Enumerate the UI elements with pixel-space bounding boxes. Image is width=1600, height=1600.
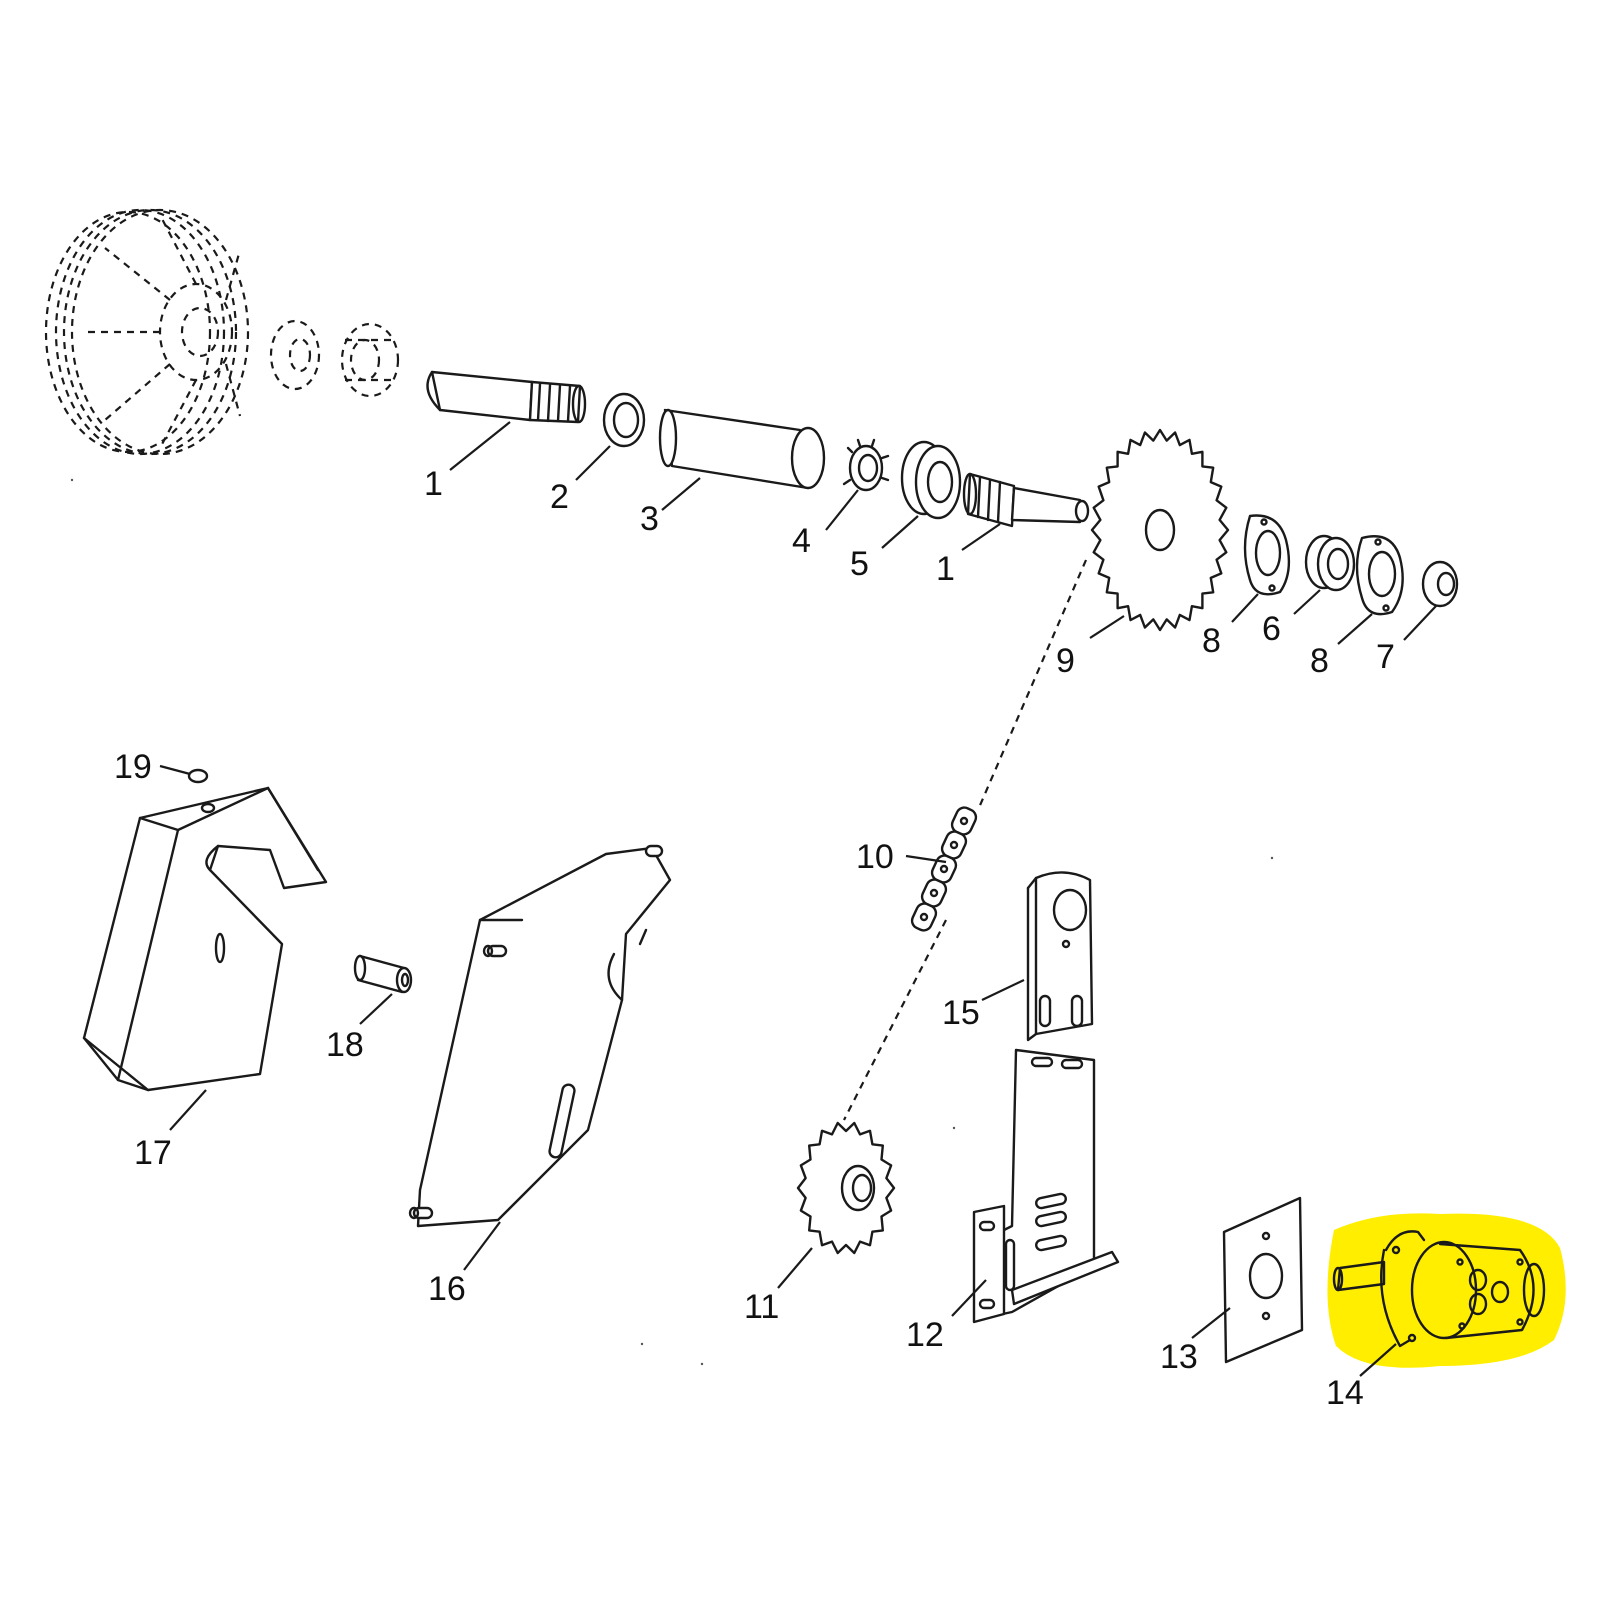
callout-11: 11 xyxy=(744,1288,779,1326)
speck xyxy=(70,478,74,482)
callout-17: 17 xyxy=(134,1134,172,1172)
callout-15: 15 xyxy=(942,994,980,1032)
callout-13: 13 xyxy=(1160,1338,1198,1376)
part-10-chain xyxy=(910,806,978,932)
part-19-pin xyxy=(187,768,209,784)
speck xyxy=(640,1342,644,1346)
chain-path-upper xyxy=(976,559,1088,811)
callout-1a: 1 xyxy=(424,465,443,503)
dashed-bearing-race xyxy=(269,319,321,391)
callout-18: 18 xyxy=(326,1026,364,1064)
part-17-guard-housing xyxy=(82,786,328,1092)
part-7-collar xyxy=(1421,560,1459,608)
part-1-shaft-right xyxy=(962,472,1090,528)
part-5-bearing xyxy=(900,440,962,520)
part-13-gasket-plate xyxy=(1222,1196,1304,1364)
part-11-small-sprocket xyxy=(796,1121,896,1255)
part-9-large-sprocket xyxy=(1090,428,1230,632)
callout-6: 6 xyxy=(1262,610,1281,648)
callout-4: 4 xyxy=(792,522,811,560)
callout-14: 14 xyxy=(1326,1374,1364,1412)
callout-2: 2 xyxy=(550,478,569,516)
speck xyxy=(952,1126,956,1130)
chain-path-lower xyxy=(843,919,947,1121)
callout-8b: 8 xyxy=(1310,642,1329,680)
callout-1b: 1 xyxy=(936,550,955,588)
part-16-side-plate xyxy=(408,844,672,1228)
part-6-bearing-insert xyxy=(1304,534,1356,592)
callout-5: 5 xyxy=(850,545,869,583)
callout-9: 9 xyxy=(1056,642,1075,680)
part-1-shaft-left xyxy=(426,370,587,424)
part-14-hydraulic-motor xyxy=(1332,1230,1546,1348)
callout-7: 7 xyxy=(1376,638,1395,676)
part-14-highlight xyxy=(1327,1213,1566,1368)
callout-3: 3 xyxy=(640,500,659,538)
part-3-tube xyxy=(658,408,826,490)
callout-16: 16 xyxy=(428,1270,466,1308)
callout-12: 12 xyxy=(906,1316,944,1354)
part-4-lock-washer xyxy=(842,438,890,492)
callout-8a: 8 xyxy=(1202,622,1221,660)
callout-10: 10 xyxy=(856,838,894,876)
speck xyxy=(700,1362,704,1366)
part-8-flange-left xyxy=(1243,514,1291,596)
callout-19: 19 xyxy=(114,748,152,786)
wheel-outline xyxy=(44,208,250,456)
part-18-bushing xyxy=(353,954,413,994)
part-8-flange-right xyxy=(1355,535,1404,616)
part-15-upper-bracket xyxy=(1026,871,1094,1042)
part-2-seal-ring xyxy=(602,392,646,448)
dashed-bearing-cone xyxy=(340,322,400,398)
part-12-lower-bracket xyxy=(972,1048,1120,1324)
speck xyxy=(1270,856,1274,860)
